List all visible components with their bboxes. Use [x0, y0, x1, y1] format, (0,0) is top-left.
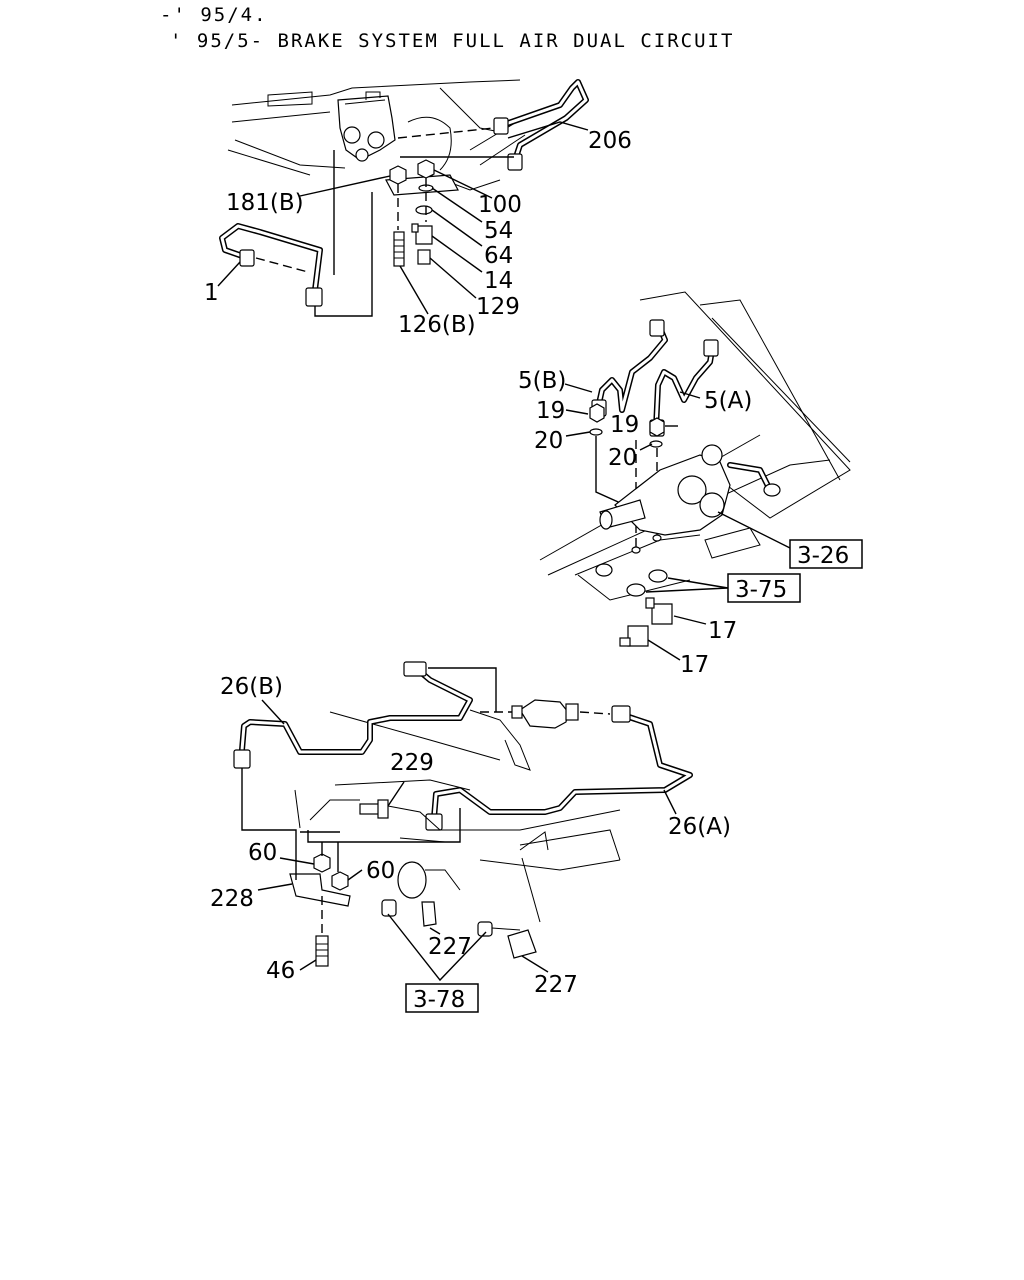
label-20-right: 20 [608, 445, 637, 471]
reference-boxes: 3-26 3-75 3-78 [405, 539, 863, 1013]
tee-fitting-17-upper [651, 603, 673, 625]
label-14: 14 [484, 268, 513, 294]
label-64: 64 [484, 243, 513, 269]
bolt-229 [359, 803, 381, 815]
label-228: 228 [210, 886, 254, 912]
label-19-left: 19 [536, 398, 565, 424]
label-227-right: 227 [534, 972, 578, 998]
label-129: 129 [476, 294, 520, 320]
label-26b: 26(B) [220, 674, 283, 700]
label-60-left: 60 [248, 840, 277, 866]
union-129 [417, 249, 431, 265]
tee-fitting-17-lower [627, 625, 649, 647]
label-100: 100 [478, 192, 522, 218]
label-229: 229 [390, 750, 434, 776]
label-181b: 181(B) [226, 190, 304, 216]
middle-assembly [539, 291, 851, 661]
label-1: 1 [204, 280, 219, 306]
inline-connector [519, 699, 569, 729]
nut-181b [389, 165, 407, 185]
diagram-header-line-1: -' 95/4. [160, 4, 268, 26]
label-126b: 126(B) [398, 312, 476, 338]
nut-19-right [649, 417, 665, 437]
bolt-46 [315, 935, 329, 967]
washer-20-left [589, 428, 603, 436]
reference-box-3-78 [405, 983, 479, 1013]
tee-fitting-14 [415, 225, 433, 245]
label-46: 46 [266, 958, 295, 984]
label-5a: 5(A) [704, 388, 752, 414]
o-ring-64 [415, 205, 433, 215]
washer-3-75-top [648, 569, 668, 583]
nut-100 [417, 159, 435, 179]
clip-227-right [507, 929, 537, 959]
label-20-left: 20 [534, 428, 563, 454]
bolt-126b [393, 231, 405, 267]
reference-box-3-26 [789, 539, 863, 569]
nut-19-left [589, 403, 605, 423]
reference-3-75: 3-75 [735, 577, 787, 603]
label-227-left: 227 [428, 934, 472, 960]
bottom-assembly [233, 661, 693, 982]
top-assembly [217, 79, 589, 317]
clip-227-left [421, 901, 437, 927]
washer-3-75-bottom [626, 583, 646, 597]
label-17-lower: 17 [680, 652, 709, 678]
nut-60-lower [331, 871, 349, 891]
label-19-right: 19 [610, 412, 639, 438]
diagram-title: ' 95/5- BRAKE SYSTEM FULL AIR DUAL CIRCU… [170, 30, 735, 52]
label-54: 54 [484, 218, 513, 244]
washer-20-right [649, 440, 663, 448]
reference-box-3-75 [727, 573, 801, 603]
bracket-228 [289, 873, 351, 907]
label-26a: 26(A) [668, 814, 731, 840]
reference-3-26: 3-26 [797, 543, 849, 569]
label-5b: 5(B) [518, 368, 566, 394]
label-17-upper: 17 [708, 618, 737, 644]
label-60-right: 60 [366, 858, 395, 884]
callout-labels: 206 181(B) 100 54 64 14 129 1 126(B) 5(B… [204, 128, 752, 998]
label-206: 206 [588, 128, 632, 154]
reference-3-78: 3-78 [413, 987, 465, 1013]
nut-60-upper [313, 853, 331, 873]
